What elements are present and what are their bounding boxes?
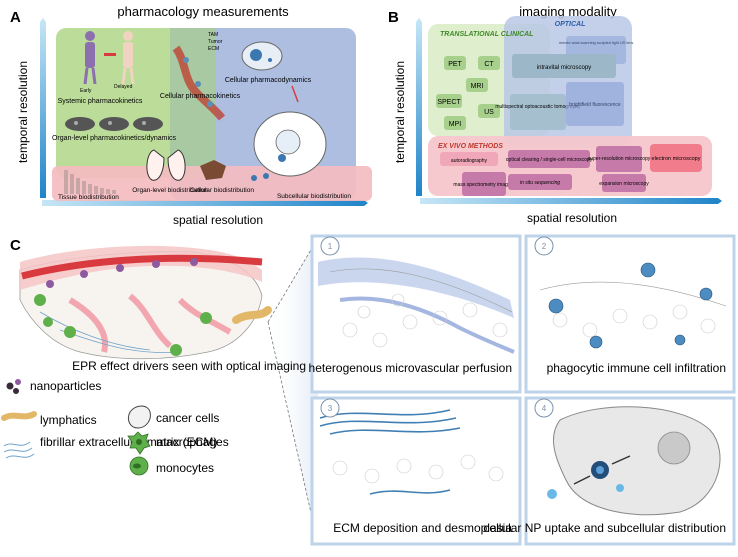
exvivo-superres: super-resolution microscopy	[588, 156, 651, 162]
lymphatics-icon	[1, 411, 37, 421]
translational-line: TRANSLATIONAL CLINICAL	[440, 31, 533, 38]
panel-a-letter: A	[10, 9, 21, 26]
panel-b-y-axis	[416, 18, 422, 196]
clinical-ct: CT	[484, 61, 494, 68]
large-cell-icon	[251, 111, 327, 181]
nanoparticles-icon	[6, 379, 21, 394]
label-tam: TAM	[208, 32, 218, 38]
box-4-number: 4	[542, 404, 547, 413]
box-2: 2 phagocytic immune cell infiltration	[524, 234, 736, 394]
macrophage-icon	[127, 431, 151, 455]
box-1-caption: heterogenous microvascular perfusion	[309, 361, 512, 375]
cancer-cell-icon	[127, 405, 151, 429]
clinical-boxes: PET CT MRI SPECT US MPI	[436, 56, 500, 130]
exvivo-insitu: in situ sequencing	[520, 180, 560, 186]
optical-boxes: remote axial scanning sculpted light US …	[495, 36, 633, 130]
legend: nanoparticles lymphatics fibrillar extra…	[1, 379, 229, 476]
panel-a-y-label: temporal resolution	[16, 61, 30, 163]
label-organ-bio: Organ-level biodistribution	[132, 187, 208, 194]
label-systemic: Systemic pharmacokinetics	[58, 98, 143, 105]
optical-msot: multispectral optoacoustic tomography	[495, 104, 581, 110]
box-3-caption: ECM deposition and desmoplasia	[333, 521, 512, 535]
exvivo-expansion: expansion microscopy	[599, 181, 649, 187]
panel-c: C nanoparticles lymphatics	[1, 234, 736, 546]
zoom-cone	[268, 238, 318, 544]
exvivo-boxes: autoradiography optical clearing / singl…	[440, 144, 702, 196]
vessel-tissue-icon	[172, 45, 226, 121]
zoom-line-bottom	[267, 321, 319, 545]
tumor-tissue-icon	[19, 245, 272, 360]
panel-a-x-label: spatial resolution	[173, 213, 263, 227]
label-early: Early	[80, 88, 92, 94]
legend-nanoparticles: nanoparticles	[30, 379, 101, 393]
mouse-organs-icon	[65, 117, 163, 131]
exvivo-massspec: mass spectrometry imaging	[453, 182, 514, 188]
clinical-mpi: MPI	[449, 121, 462, 128]
optical-intravital: intravital microscopy	[537, 65, 591, 71]
tissue-chunk-icon	[200, 160, 226, 180]
legend-lymphatics: lymphatics	[40, 413, 97, 427]
exvivo-clearing: optical clearing / single-cell microscop…	[506, 157, 593, 163]
histogram-icon	[64, 170, 116, 194]
box-4-caption-line-1: cellular NP uptake and subcellular distr…	[483, 521, 726, 535]
clinical-mri: MRI	[471, 83, 484, 90]
epr-label: EPR effect drivers seen with optical ima…	[72, 359, 306, 373]
human-figures-icon	[83, 31, 135, 85]
monocyte-icon	[129, 456, 149, 476]
label-cellular-bio: Cellular biodistribution	[190, 187, 254, 194]
zoom-line-top	[267, 237, 319, 323]
panel-a-title: pharmacology measurements	[117, 4, 289, 19]
box-3-caption-line-1: ECM deposition and desmoplasia	[333, 521, 512, 535]
legend-ecm: fibrillar extracellular matrix (ECM)	[40, 435, 217, 449]
label-tissue-bio: Tissue biodistribution	[58, 194, 119, 201]
box-4: 4 cellular NP uptake and subcellular dis…	[483, 396, 736, 546]
box-4-caption: cellular NP uptake and subcellular distr…	[483, 521, 726, 535]
box-1: 1 heterogenous microvascular perfusion	[309, 234, 522, 394]
panel-a: A pharmacology measurements temporal res…	[10, 4, 372, 227]
exvivo-autorad: autoradiography	[451, 158, 488, 164]
box-2-number: 2	[542, 242, 547, 251]
optical-brightfield: brightfield fluorescence	[569, 102, 621, 108]
panel-a-x-axis	[42, 200, 368, 206]
legend-monocytes: monocytes	[156, 461, 214, 475]
box-1-caption-text: heterogenous microvascular perfusion	[309, 361, 512, 375]
panel-b: B imaging modality temporal resolution s…	[388, 4, 722, 225]
lungs-icon	[146, 149, 186, 181]
box-2-caption: phagocytic immune cell infiltration	[547, 361, 726, 375]
label-cellular-pd: Cellular pharmacodynamics	[225, 77, 312, 84]
label-translational: TRANSLATIONAL CLINICAL	[440, 31, 533, 38]
clinical-spect: SPECT	[437, 99, 461, 106]
label-delayed: Delayed	[114, 84, 133, 90]
panel-b-y-label: temporal resolution	[393, 61, 407, 163]
exvivo-electron: electron microscopy	[652, 156, 701, 162]
legend-cancer: cancer cells	[156, 411, 219, 425]
box-3-number: 3	[328, 404, 333, 413]
label-exvivo: EX VIVO METHODS	[438, 143, 503, 150]
clinical-pet: PET	[448, 61, 462, 68]
epr-text: EPR effect drivers seen with optical ima…	[72, 359, 306, 373]
box-1-number: 1	[328, 242, 333, 251]
panel-b-x-label: spatial resolution	[527, 211, 617, 225]
panel-a-y-axis	[40, 18, 46, 198]
arrow-pd	[291, 85, 299, 103]
panel-b-x-axis	[420, 198, 722, 204]
label-cellular-pk: Cellular pharmacokinetics	[160, 93, 241, 100]
panel-b-letter: B	[388, 9, 399, 26]
label-optical: OPTICAL	[555, 21, 586, 28]
box-3: 3 ECM deposition and desmoplasia	[310, 396, 522, 546]
legend-macrophages: macrophages	[156, 435, 229, 449]
box-2-caption-text: phagocytic immune cell infiltration	[547, 361, 726, 375]
label-tumor: Tumor	[208, 39, 223, 45]
label-ecm-a: ECM	[208, 46, 219, 52]
panel-b-title: imaging modality	[519, 4, 617, 19]
label-organ-dyn: Organ-level pharmacokinetics/dynamics	[52, 135, 177, 142]
cell-icon	[241, 41, 283, 71]
label-subcellular-bio: Subcellular biodistribution	[277, 193, 351, 200]
ecm-fibers-icon	[3, 441, 35, 459]
optical-remote: remote axial scanning sculpted light US …	[559, 41, 634, 45]
clinical-us: US	[484, 109, 494, 116]
legend-ecm-text: fibrillar extracellular matrix (ECM)	[40, 435, 217, 449]
panel-c-letter: C	[10, 237, 21, 254]
